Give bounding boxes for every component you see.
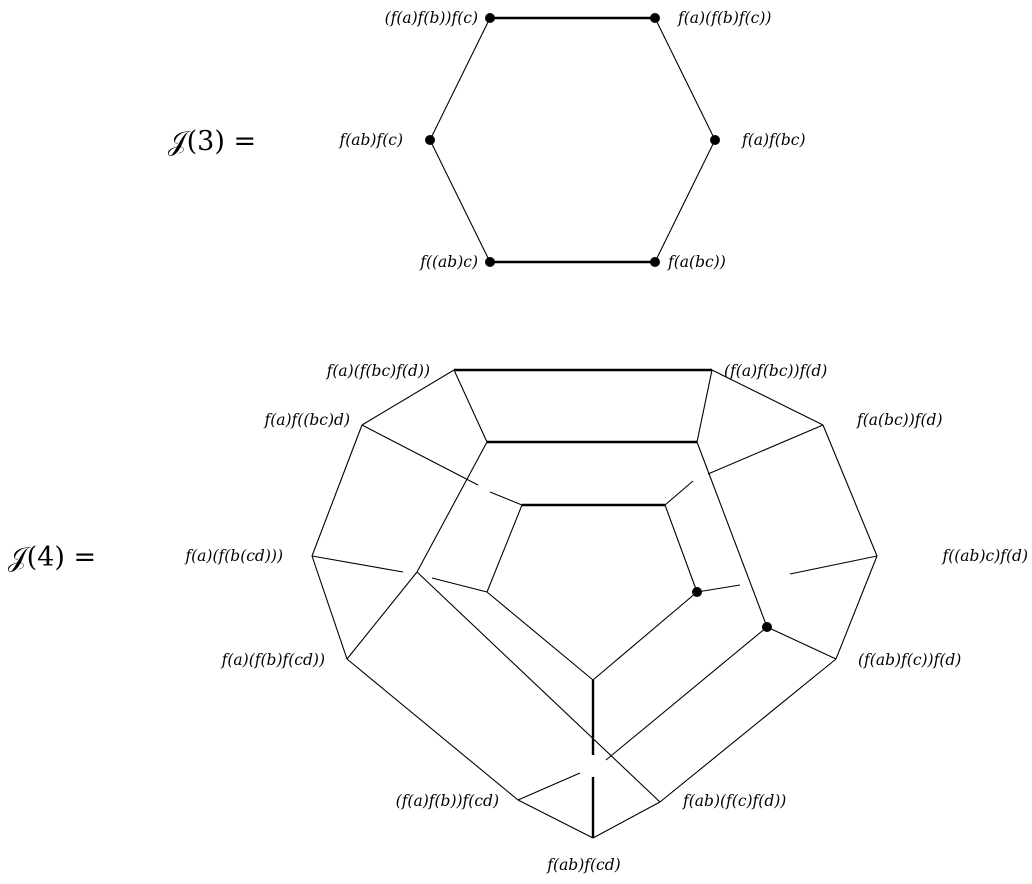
j4-label-left: f(a)(f(b(cd))) bbox=[184, 547, 283, 565]
j4-label-bottom-right: f(ab)(f(c)f(d)) bbox=[682, 792, 786, 810]
j4-vertex-inner-right bbox=[692, 587, 702, 597]
j4-label-lower-left: f(a)(f(b)f(cd)) bbox=[221, 651, 325, 669]
j4-label-right: f((ab)c)f(d) bbox=[941, 547, 1028, 565]
j4-edge-connector bbox=[453, 369, 488, 443]
j3-vertex-left bbox=[425, 135, 435, 145]
j3-vertex-bottom-left bbox=[485, 257, 495, 267]
j3-vertex-bottom-right bbox=[650, 257, 660, 267]
j4-edge-back bbox=[789, 555, 878, 575]
j3-vertex-right bbox=[710, 135, 720, 145]
j4-edge-inner bbox=[592, 591, 698, 681]
j3-label-bottom-left: f((ab)c) bbox=[419, 253, 478, 271]
j4-edge-back bbox=[664, 480, 694, 506]
j4-edge-inner bbox=[486, 591, 594, 681]
j4-edge-inner bbox=[664, 504, 698, 593]
j4-edge-back bbox=[489, 491, 523, 506]
j3-label-top-right: f(a)(f(b)f(c)) bbox=[677, 9, 771, 27]
j4-edge-inner bbox=[486, 504, 523, 593]
j4-edge-back bbox=[696, 584, 741, 593]
j4-edge-outer bbox=[822, 424, 878, 557]
j3-title: 𝒥(3) = bbox=[168, 126, 256, 157]
j4-edge-outer bbox=[346, 658, 519, 801]
j4-label-bottom: f(ab)f(cd) bbox=[546, 856, 620, 874]
j4-edge-middle bbox=[416, 441, 488, 573]
j4-edge-middle bbox=[346, 571, 418, 660]
j4-edge-connector bbox=[696, 369, 713, 443]
j4-label-upper-left: f(a)f((bc)d) bbox=[263, 411, 350, 429]
j3-hexagon bbox=[425, 13, 720, 267]
j3-edge-upper-left bbox=[429, 17, 491, 141]
j4-label-top-left: f(a)(f(bc)f(d)) bbox=[326, 362, 430, 380]
j4-edge-middle bbox=[696, 441, 768, 628]
j4-vertex-middle-right bbox=[762, 622, 772, 632]
j4-edge-middle bbox=[766, 626, 837, 660]
j4-polytope bbox=[311, 368, 878, 839]
j4-edge-outer bbox=[835, 555, 878, 660]
j3-label-bottom-right: f(a(bc)) bbox=[667, 253, 726, 271]
j3-edge-lower-left bbox=[429, 139, 491, 263]
j4-label-top-right: (f(a)f(bc))f(d) bbox=[724, 362, 827, 380]
j4-edge-diagonal bbox=[517, 772, 581, 801]
j3-label-left: f(ab)f(c) bbox=[338, 131, 403, 149]
j4-edge-back bbox=[707, 424, 824, 475]
j3-edge-upper-right bbox=[654, 17, 716, 141]
j4-title: 𝒥(4) = bbox=[8, 542, 96, 573]
j4-edge-outer bbox=[311, 424, 363, 557]
j4-edge-outer bbox=[517, 799, 594, 839]
j3-label-right: f(a)f(bc) bbox=[741, 131, 806, 149]
j4-edge-outer bbox=[659, 658, 837, 803]
j4-edge-outer bbox=[592, 801, 661, 839]
j3-label-top-left: (f(a)f(b))f(c) bbox=[385, 9, 478, 27]
j4-edge-back bbox=[311, 555, 404, 573]
j3-vertex-top-right bbox=[650, 13, 660, 23]
j4-edge-outer bbox=[361, 369, 455, 426]
j4-edge-diagonal bbox=[416, 571, 661, 803]
j4-edge-back bbox=[361, 424, 479, 486]
j4-label-bottom-left: (f(a)f(b))f(cd) bbox=[396, 792, 499, 810]
j3-edge-lower-right bbox=[654, 139, 716, 263]
j4-label-upper-right: f(a(bc))f(d) bbox=[856, 411, 943, 429]
j4-edge-diagonal bbox=[605, 626, 768, 761]
j3-vertex-top-left bbox=[485, 13, 495, 23]
j4-edge-outer bbox=[311, 555, 348, 660]
j4-edge-outer bbox=[711, 369, 824, 426]
j4-label-lower-right: (f(ab)f(c))f(d) bbox=[858, 651, 961, 669]
j4-edge-back bbox=[431, 577, 488, 593]
